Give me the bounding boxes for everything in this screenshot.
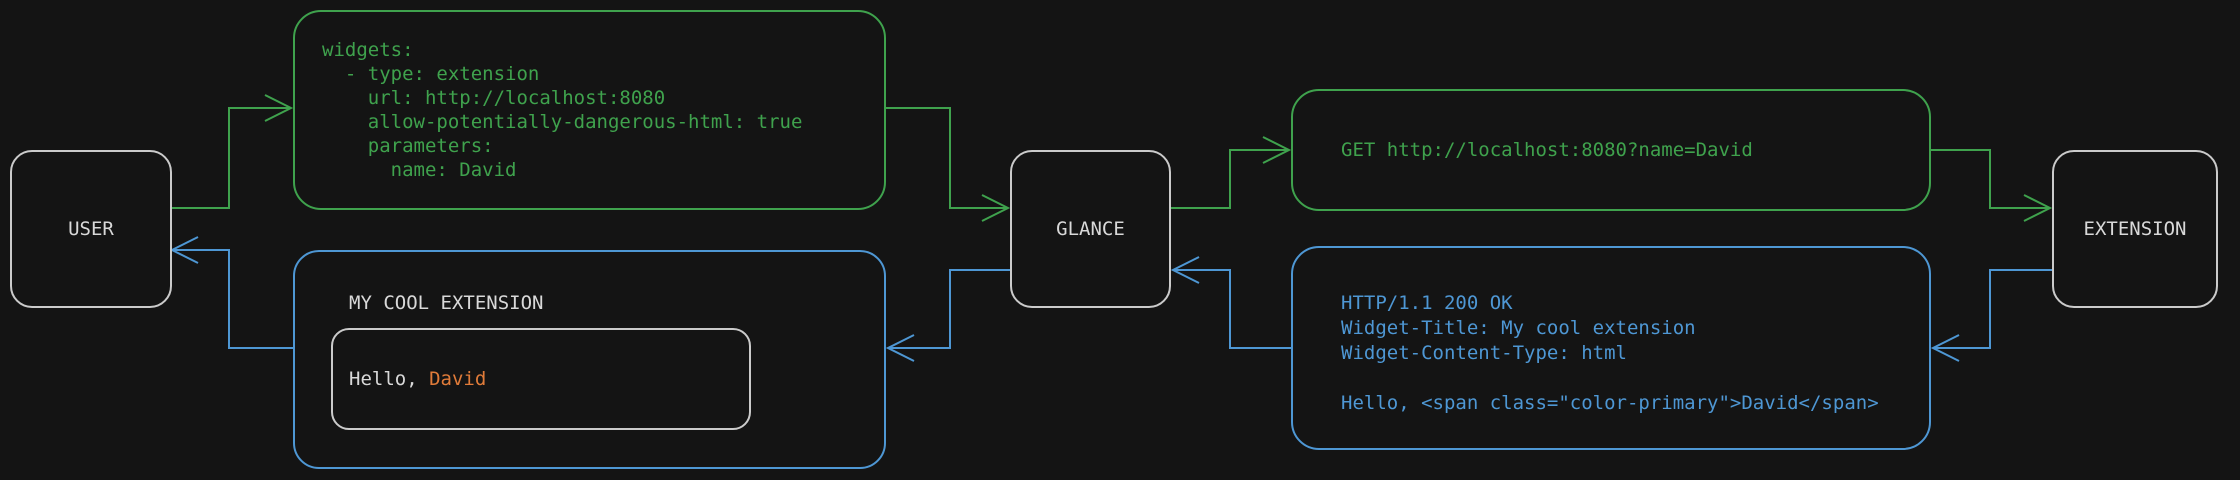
greeting-name: David [429,368,487,390]
config-line: url: http://localhost:8080 [322,87,666,109]
http-request-text: GET http://localhost:8080?name=David [1341,139,1753,161]
arrow-request-to-extension [1931,149,2050,209]
arrow-extension-to-response [1933,269,2052,349]
arrow-glance-to-request [1171,149,1289,209]
arrow-widget-to-user [172,249,293,349]
widget-title: MY COOL EXTENSION [349,292,544,314]
arrowhead-widget-to-user [169,236,199,264]
arrow-glance-to-widget [888,269,1010,349]
config-line: allow-potentially-dangerous-html: true [322,111,803,133]
greeting-prefix: Hello, [349,368,430,390]
rendered-widget-box: MY COOL EXTENSION Hello, David [293,250,886,469]
arrowhead-response-to-glance [1170,256,1200,284]
config-line: name: David [322,159,517,181]
response-line: Hello, <span class="color-primary">David… [1341,392,1879,414]
response-line: HTTP/1.1 200 OK [1341,292,1513,314]
extension-node: EXTENSION [2052,150,2218,308]
config-line: - type: extension [322,63,540,85]
response-line: Widget-Title: My cool extension [1341,317,1696,339]
arrowhead-request-to-extension [2023,194,2053,222]
config-line: widgets: [322,39,414,61]
arrow-response-to-glance [1173,269,1291,349]
http-request-box: GET http://localhost:8080?name=David [1291,89,1931,211]
response-line: Widget-Content-Type: html [1341,342,1627,364]
arrow-user-to-config [170,107,291,209]
user-node: USER [10,150,172,308]
response-line [1341,366,1929,391]
arrowhead-config-to-glance [981,194,1011,222]
glance-node: GLANCE [1010,150,1171,308]
arrowhead-glance-to-widget [885,334,915,362]
glance-node-label: GLANCE [1056,218,1125,240]
arrowhead-extension-to-response [1930,334,1960,362]
user-node-label: USER [68,218,114,240]
arrowhead-glance-to-request [1262,136,1292,164]
arrow-config-to-glance [886,107,1008,209]
arrowhead-user-to-config [264,94,294,122]
widget-greeting-box: Hello, David [331,328,751,430]
config-line: parameters: [322,135,494,157]
config-yaml-box: widgets: - type: extension url: http://l… [293,10,886,210]
http-response-box: HTTP/1.1 200 OK Widget-Title: My cool ex… [1291,246,1931,450]
extension-node-label: EXTENSION [2083,218,2187,240]
